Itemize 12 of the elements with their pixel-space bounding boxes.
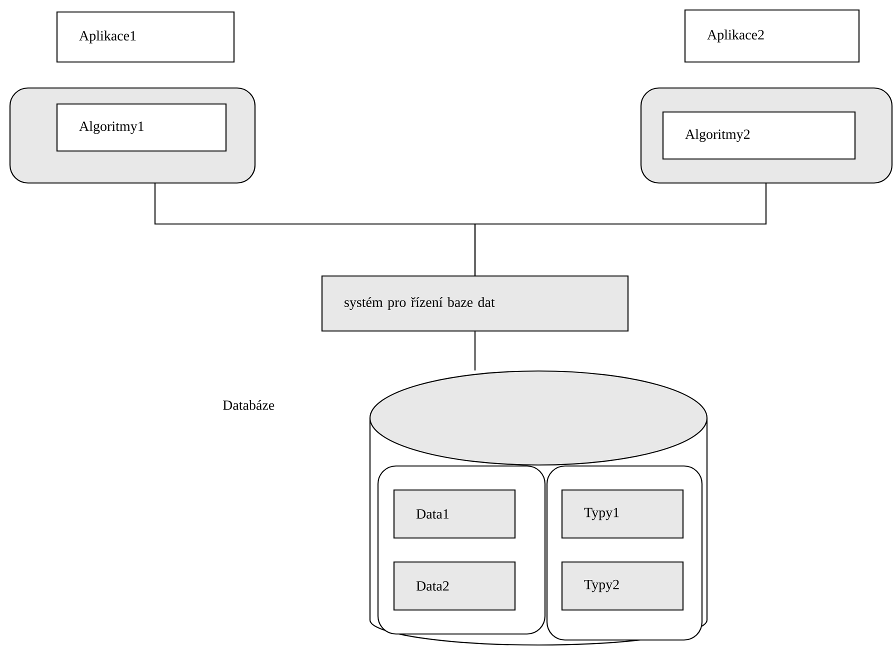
label: Databáze — [222, 400, 274, 410]
text-box: Algoritmy2 — [662, 111, 856, 160]
text-box: Aplikace1 — [56, 11, 235, 63]
text-box: Aplikace2 — [684, 9, 860, 63]
connector-line — [474, 332, 476, 370]
text-box: Algoritmy1 — [56, 103, 227, 152]
text-box: Typy2 — [561, 561, 684, 611]
text-box: Typy1 — [561, 489, 684, 539]
text-box: systém pro řízení baze dat — [321, 275, 629, 332]
connector-line — [474, 184, 767, 276]
text-box: Data2 — [393, 561, 516, 611]
text-box: Data1 — [393, 489, 516, 539]
